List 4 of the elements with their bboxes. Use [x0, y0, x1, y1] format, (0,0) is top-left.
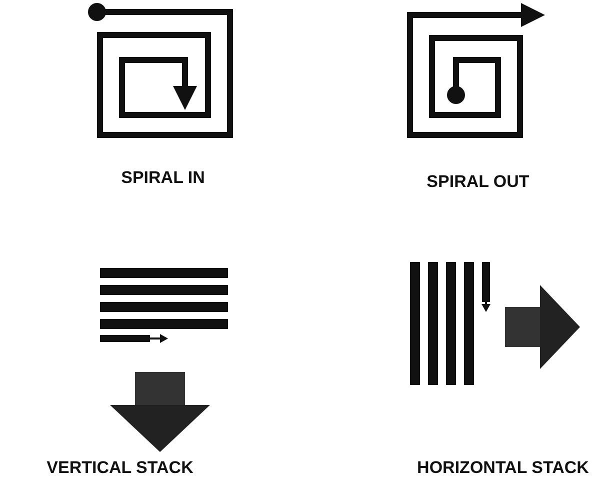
caption-label: HORIZONTAL STACK: [417, 458, 589, 478]
caption-label: SPIRAL OUT: [426, 172, 530, 192]
caption-label: SPIRAL IN: [121, 168, 205, 188]
caption-label: VERTICAL STACK: [46, 458, 194, 478]
